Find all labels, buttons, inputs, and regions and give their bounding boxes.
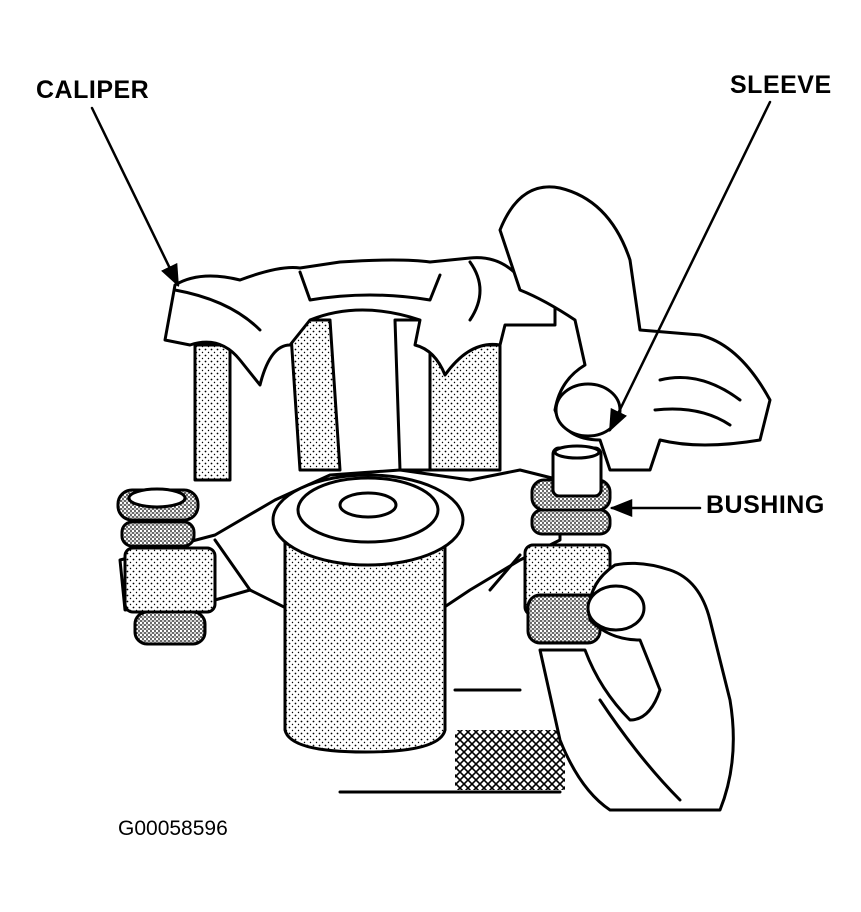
leader-arrows <box>90 100 772 517</box>
hand-upper <box>498 185 772 472</box>
bushing-label: BUSHING <box>706 491 825 519</box>
right-guide-pin <box>523 444 612 645</box>
caliper-leader-arrow <box>90 106 180 288</box>
work-surface <box>338 688 565 794</box>
caliper-label: CALIPER <box>36 76 150 104</box>
hand-lower <box>538 561 735 812</box>
figure-id: G00058596 <box>118 817 228 840</box>
sleeve-label: SLEEVE <box>730 71 832 99</box>
left-guide-pin <box>116 487 217 646</box>
sleeve-leader-arrow <box>608 100 772 433</box>
caliper-piston <box>271 473 465 754</box>
